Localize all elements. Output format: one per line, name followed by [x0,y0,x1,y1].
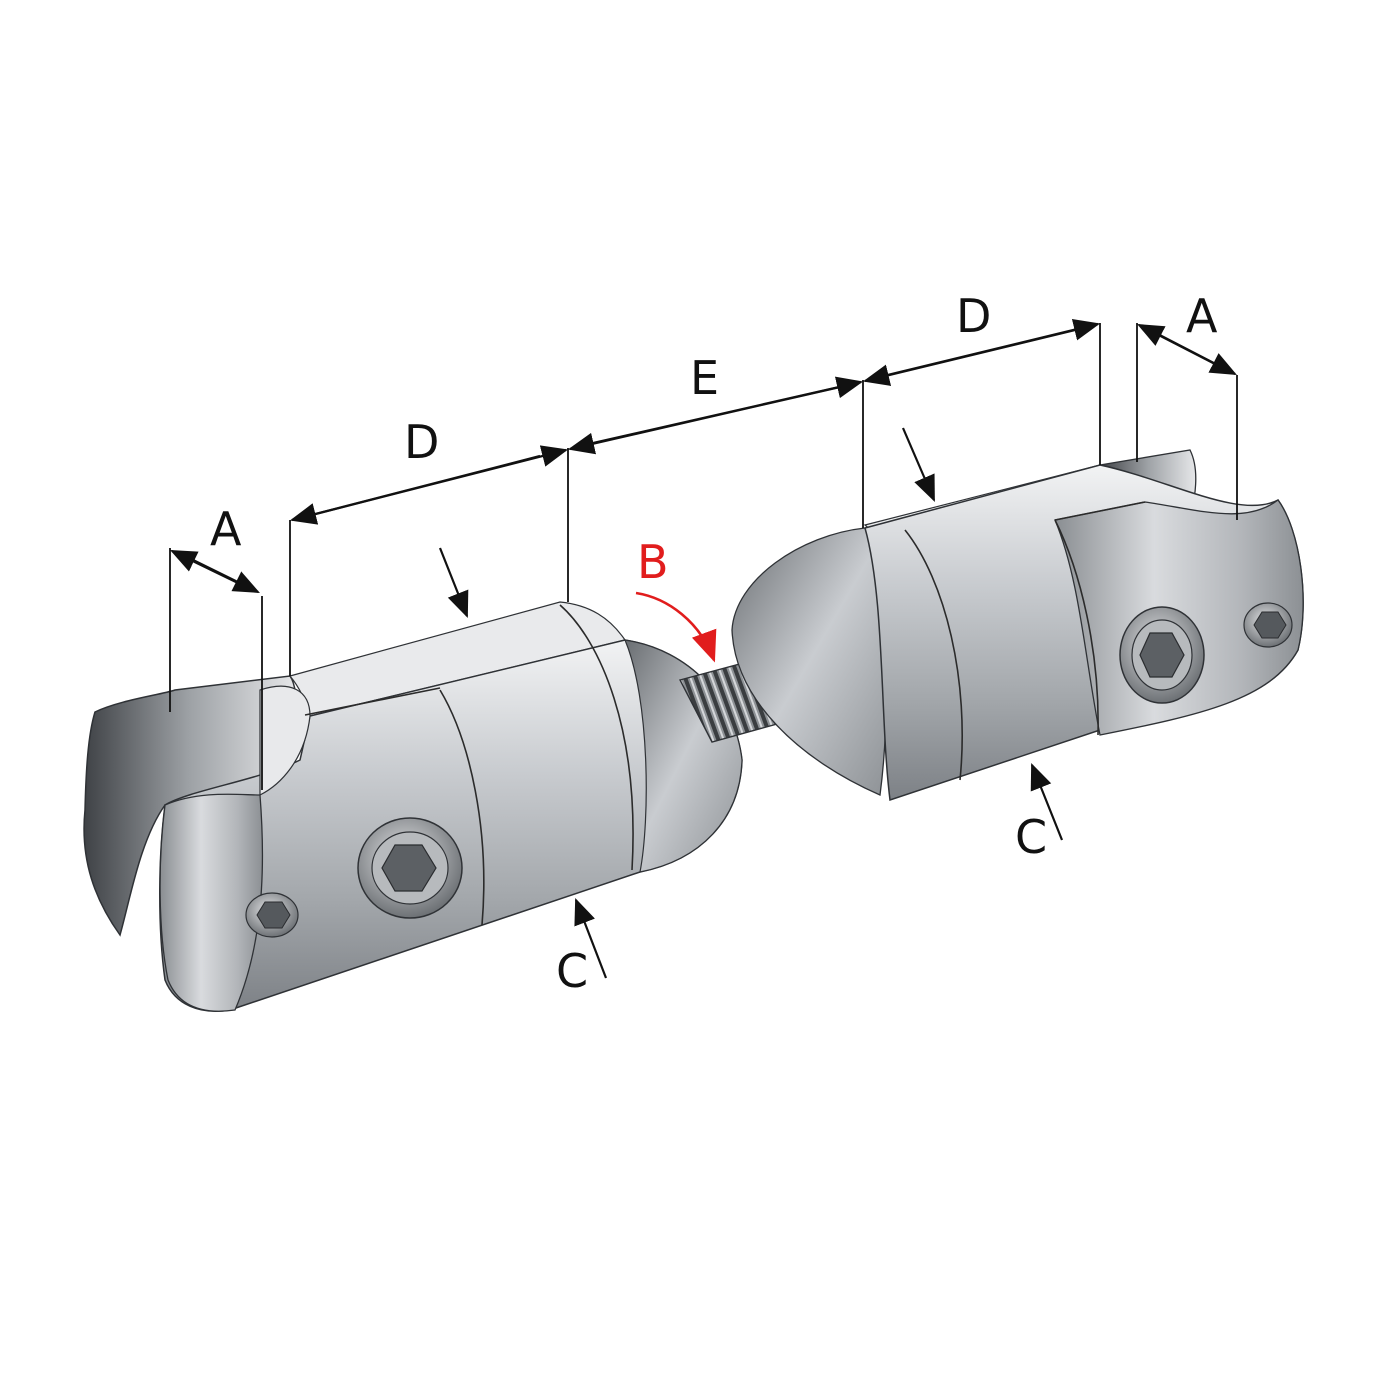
label-b: B [637,535,669,589]
label-a-right: A [1186,289,1218,343]
left-hex-screw-icon [357,817,463,919]
left-clamp-cavity [259,685,311,796]
b-pointer-arrow [635,591,717,663]
right-hex-screw-icon [1119,606,1205,704]
left-front-face [159,793,264,1012]
dimension-labels: A D E D A B C C [210,289,1218,998]
label-c-left: C [556,944,588,998]
label-a-left: A [210,502,242,556]
label-e: E [690,351,719,405]
label-d-left: D [404,415,439,469]
label-d-right: D [956,289,991,343]
right-dome-end [731,527,887,796]
right-set-screw-icon [1243,602,1293,648]
left-connector [83,601,743,1012]
right-connector [731,449,1304,802]
label-c-right: C [1015,810,1047,864]
dimension-lines [169,319,1238,979]
left-clamp-back [83,675,297,937]
left-set-screw-icon [245,892,299,938]
